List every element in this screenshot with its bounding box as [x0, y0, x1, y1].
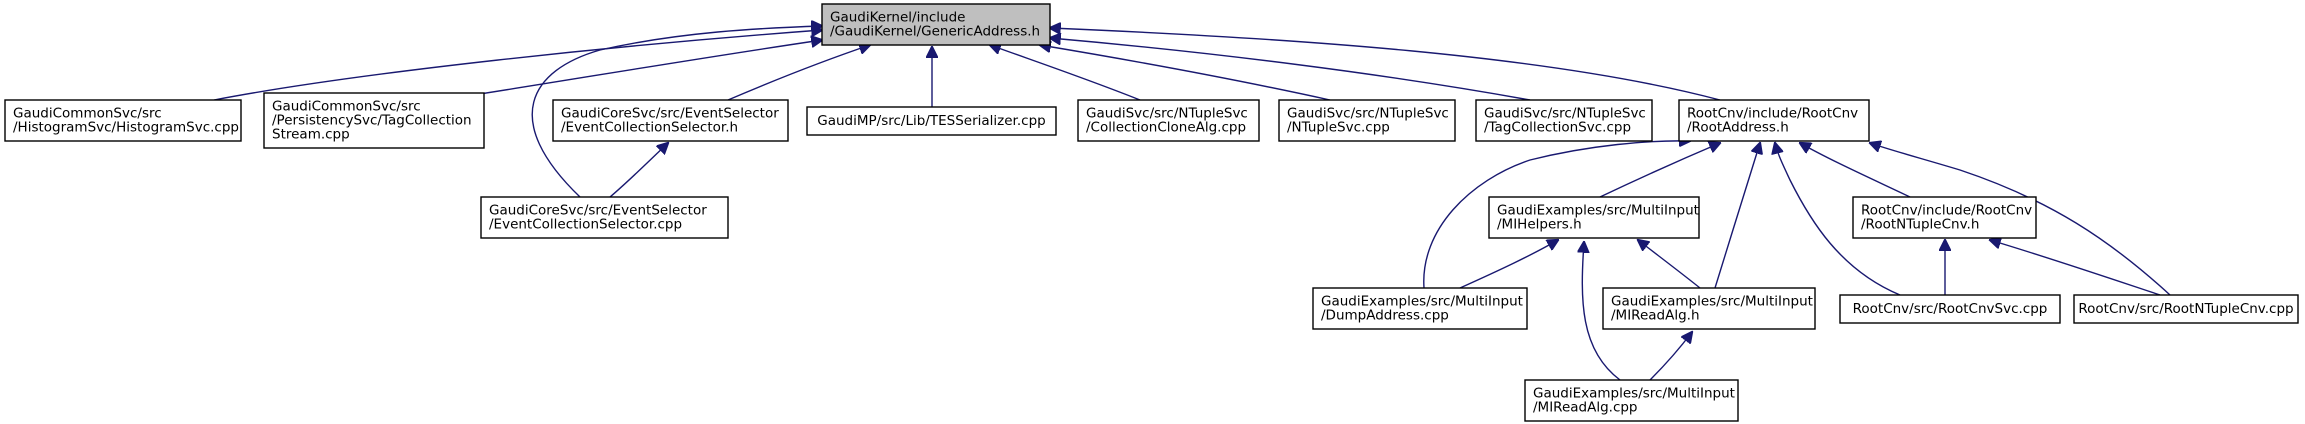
- node-box: [1852, 196, 2037, 239]
- node-mi-helpers-h[interactable]: GaudiExamples/src/MultiInput/MIHelpers.h: [1488, 196, 1700, 239]
- edge-root_ntuple_cnv_cpp-to-root_address_h: [1870, 143, 2171, 296]
- node-root-ntuple-cnv-cpp[interactable]: RootCnv/src/RootNTupleCnv.cpp: [2073, 294, 2299, 324]
- node-box: [1488, 196, 1700, 239]
- edge-event_collection_selector_h-to-root: [727, 45, 870, 101]
- node-event-collection-selector-h[interactable]: GaudiCoreSvc/src/EventSelector/EventColl…: [552, 99, 789, 142]
- node-box: [2073, 294, 2299, 324]
- edge-mi_helpers_h-to-root_address_h: [1599, 143, 1720, 198]
- node-label-line: /EventCollectionSelector.cpp: [489, 217, 682, 233]
- node-label-line: /HistogramSvc/HistogramSvc.cpp: [13, 120, 239, 136]
- node-box: [4, 99, 242, 142]
- node-label-line: GaudiKernel/include: [830, 10, 965, 26]
- node-label-line: /TagCollectionSvc.cpp: [1484, 120, 1631, 136]
- node-mi-read-alg-cpp[interactable]: GaudiExamples/src/MultiInput/MIReadAlg.c…: [1524, 379, 1739, 422]
- node-label-line: GaudiExamples/src/MultiInput: [1611, 294, 1813, 310]
- node-tag-collection-svc[interactable]: GaudiSvc/src/NTupleSvc/TagCollectionSvc.…: [1475, 99, 1653, 142]
- node-label-line: /NTupleSvc.cpp: [1287, 120, 1390, 136]
- node-label-line: /DumpAddress.cpp: [1321, 308, 1449, 324]
- node-mi-read-alg-h[interactable]: GaudiExamples/src/MultiInput/MIReadAlg.h: [1602, 287, 1816, 330]
- edge-ntuple_svc-to-root: [1040, 45, 1331, 101]
- node-box: [1839, 294, 2061, 324]
- node-ntuple-svc[interactable]: GaudiSvc/src/NTupleSvc/NTupleSvc.cpp: [1278, 99, 1456, 142]
- node-label-line: GaudiExamples/src/MultiInput: [1321, 294, 1523, 310]
- node-collection-clone-alg[interactable]: GaudiSvc/src/NTupleSvc/CollectionCloneAl…: [1077, 99, 1260, 142]
- node-label-line: /CollectionCloneAlg.cpp: [1086, 120, 1246, 136]
- node-label-line: /MIReadAlg.h: [1611, 308, 1700, 324]
- node-box: [1678, 99, 1870, 142]
- edge-dump_address-to-mi_helpers_h: [1459, 240, 1558, 289]
- node-tes-serializer[interactable]: GaudiMP/src/Lib/TESSerializer.cpp: [806, 106, 1057, 136]
- node-box: [1312, 287, 1528, 330]
- node-label-line: /EventCollectionSelector.h: [561, 120, 738, 136]
- node-box: [1602, 287, 1816, 330]
- edge-tag_collection_svc-to-root: [1050, 38, 1531, 101]
- node-label-line: GaudiCommonSvc/src: [13, 106, 162, 122]
- node-box: [821, 3, 1051, 46]
- node-root-cnv-svc[interactable]: RootCnv/src/RootCnvSvc.cpp: [1839, 294, 2061, 324]
- node-label-line: /RootAddress.h: [1687, 120, 1789, 136]
- edge-dump_address-to-root_address_h: [1423, 141, 1690, 289]
- node-label-line: RootCnv/include/RootCnv: [1861, 203, 2032, 219]
- node-label-line: RootCnv/src/RootNTupleCnv.cpp: [2078, 301, 2293, 317]
- edge-collection_clone_alg-to-root: [990, 45, 1141, 101]
- edge-event_collection_selector_cpp-to-event_collection_selector_h: [609, 143, 668, 198]
- node-label-line: GaudiSvc/src/NTupleSvc: [1086, 106, 1248, 122]
- edge-mi_read_alg_cpp-to-mi_read_alg_h: [1649, 332, 1692, 381]
- node-box: [552, 99, 789, 142]
- node-box: [480, 196, 729, 239]
- node-event-collection-selector-cpp[interactable]: GaudiCoreSvc/src/EventSelector/EventColl…: [480, 196, 729, 239]
- node-box: [263, 92, 485, 149]
- node-label-line: GaudiExamples/src/MultiInput: [1533, 386, 1735, 402]
- edge-root_cnv_svc-to-root_address_h: [1775, 143, 1901, 296]
- node-label-line: GaudiExamples/src/MultiInput: [1497, 203, 1699, 219]
- edge-mi_read_alg_h-to-mi_helpers_h: [1638, 240, 1701, 289]
- node-dump-address[interactable]: GaudiExamples/src/MultiInput/DumpAddress…: [1312, 287, 1528, 330]
- node-root-address-h[interactable]: RootCnv/include/RootCnv/RootAddress.h: [1678, 99, 1870, 142]
- node-label-line: /MIHelpers.h: [1497, 217, 1582, 233]
- node-label-line: GaudiSvc/src/NTupleSvc: [1287, 106, 1449, 122]
- edge-root_ntuple_cnv_cpp-to-root_ntuple_cnv_h: [1990, 240, 2161, 296]
- node-label-line: RootCnv/include/RootCnv: [1687, 106, 1858, 122]
- edge-mi_read_alg_cpp-to-mi_helpers_h: [1582, 242, 1621, 381]
- node-label-line: GaudiCoreSvc/src/EventSelector: [561, 106, 779, 122]
- edges-layer: [213, 26, 2171, 381]
- node-root[interactable]: GaudiKernel/include/GaudiKernel/GenericA…: [821, 3, 1051, 46]
- node-box: [1278, 99, 1456, 142]
- node-box: [1077, 99, 1260, 142]
- node-histogram-svc[interactable]: GaudiCommonSvc/src/HistogramSvc/Histogra…: [4, 99, 242, 142]
- node-label-line: /PersistencySvc/TagCollection: [272, 113, 472, 129]
- node-label-line: GaudiCoreSvc/src/EventSelector: [489, 203, 707, 219]
- node-box: [806, 106, 1057, 136]
- nodes-layer: GaudiKernel/include/GaudiKernel/GenericA…: [4, 3, 2299, 422]
- edge-mi_read_alg_h-to-root_address_h: [1714, 143, 1760, 289]
- node-label-line: /RootNTupleCnv.h: [1861, 217, 1979, 233]
- node-label-line: GaudiCommonSvc/src: [272, 99, 421, 115]
- node-label-line: GaudiSvc/src/NTupleSvc: [1484, 106, 1646, 122]
- node-label-line: GaudiMP/src/Lib/TESSerializer.cpp: [817, 113, 1045, 129]
- edge-event_collection_selector_cpp-to-root: [531, 26, 822, 198]
- node-label-line: /GaudiKernel/GenericAddress.h: [830, 24, 1040, 40]
- edge-root_address_h-to-root: [1050, 28, 1721, 101]
- edge-histogram_svc-to-root: [213, 30, 822, 101]
- node-label-line: /MIReadAlg.cpp: [1533, 400, 1638, 416]
- node-root-ntuple-cnv-h[interactable]: RootCnv/include/RootCnv/RootNTupleCnv.h: [1852, 196, 2037, 239]
- edge-root_ntuple_cnv_h-to-root_address_h: [1800, 143, 1911, 198]
- node-label-line: RootCnv/src/RootCnvSvc.cpp: [1853, 301, 2048, 317]
- edge-tag_collection_stream-to-root: [479, 40, 822, 95]
- node-tag-collection-stream[interactable]: GaudiCommonSvc/src/PersistencySvc/TagCol…: [263, 92, 485, 149]
- node-box: [1524, 379, 1739, 422]
- node-label-line: Stream.cpp: [272, 127, 350, 143]
- node-box: [1475, 99, 1653, 142]
